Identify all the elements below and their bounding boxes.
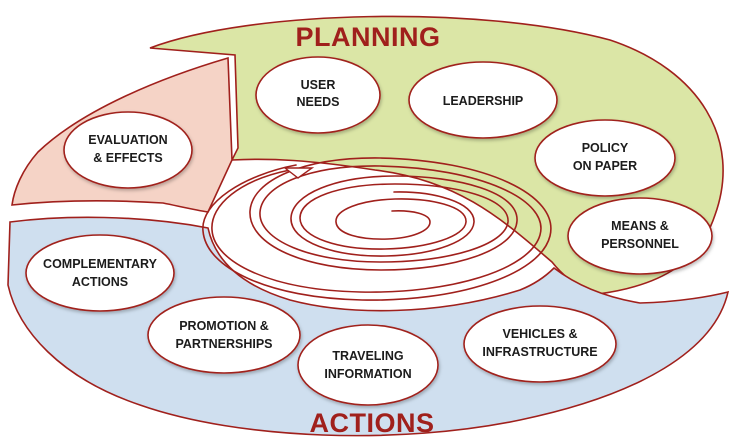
node-evaluation-effects: EVALUATION & EFFECTS [63, 111, 193, 189]
spiral-arrow [202, 157, 552, 301]
node-vehicles-infrastructure: VEHICLES & INFRASTRUCTURE [463, 305, 617, 383]
node-means-line1: MEANS & [611, 219, 669, 233]
node-promotion-line1: PROMOTION & [179, 319, 269, 333]
node-means-line2: PERSONNEL [601, 237, 679, 251]
node-promotion-partnerships: PROMOTION & PARTNERSHIPS [147, 296, 301, 374]
node-leadership-line1: LEADERSHIP [443, 94, 524, 108]
node-policy-line1: POLICY [582, 141, 629, 155]
planning-title: PLANNING [296, 22, 441, 52]
node-means-personnel: MEANS & PERSONNEL [567, 197, 713, 275]
node-user-needs-line2: NEEDS [296, 95, 339, 109]
node-vehicles-line1: VEHICLES & [502, 327, 577, 341]
node-policy-on-paper: POLICY ON PAPER [534, 119, 676, 197]
node-traveling-information: TRAVELING INFORMATION [297, 324, 439, 406]
node-evaluation-line2: & EFFECTS [93, 151, 162, 165]
node-evaluation-line1: EVALUATION [88, 133, 167, 147]
node-user-needs: USER NEEDS [255, 56, 381, 134]
node-traveling-line2: INFORMATION [324, 367, 411, 381]
node-policy-line2: ON PAPER [573, 159, 637, 173]
node-complementary-line1: COMPLEMENTARY [43, 257, 158, 271]
node-complementary-actions: COMPLEMENTARY ACTIONS [25, 234, 175, 312]
node-traveling-line1: TRAVELING [332, 349, 403, 363]
actions-title: ACTIONS [310, 408, 435, 438]
node-complementary-line2: ACTIONS [72, 275, 128, 289]
node-leadership: LEADERSHIP [408, 61, 558, 139]
node-vehicles-line2: INFRASTRUCTURE [482, 345, 597, 359]
node-user-needs-line1: USER [301, 78, 336, 92]
node-promotion-line2: PARTNERSHIPS [175, 337, 272, 351]
